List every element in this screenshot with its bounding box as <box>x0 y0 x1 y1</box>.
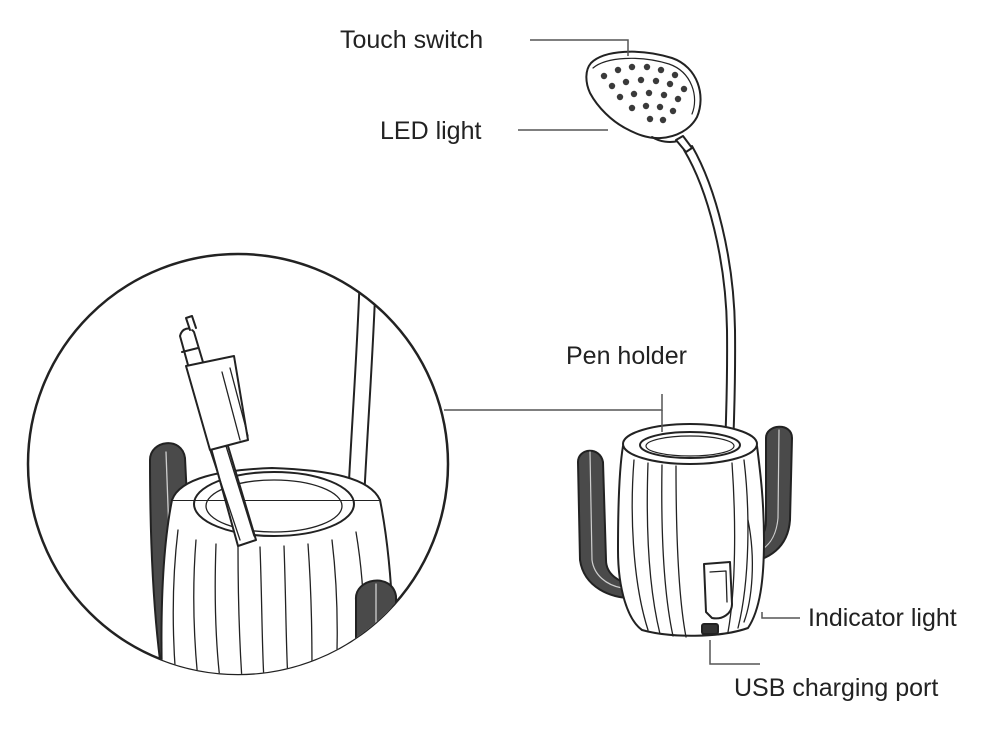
leader-usb-port <box>709 640 760 665</box>
label-indicator-light: Indicator light <box>808 604 957 632</box>
pen <box>179 315 257 547</box>
cactus-left-arm <box>577 449 631 599</box>
label-touch-switch: Touch switch <box>340 26 483 54</box>
leader-touch-switch <box>530 39 629 56</box>
lamp-head <box>585 50 702 153</box>
usb-port <box>701 623 719 635</box>
cactus-body <box>617 423 765 638</box>
label-usb-port: USB charging port <box>734 674 938 702</box>
leader-indicator-light <box>761 612 800 619</box>
gooseneck-clip <box>703 561 733 620</box>
label-led-light: LED light <box>380 117 481 145</box>
leader-lines <box>444 39 800 665</box>
label-pen-holder: Pen holder <box>566 342 687 370</box>
led-dots <box>600 63 688 124</box>
cactus-lamp <box>577 50 793 638</box>
